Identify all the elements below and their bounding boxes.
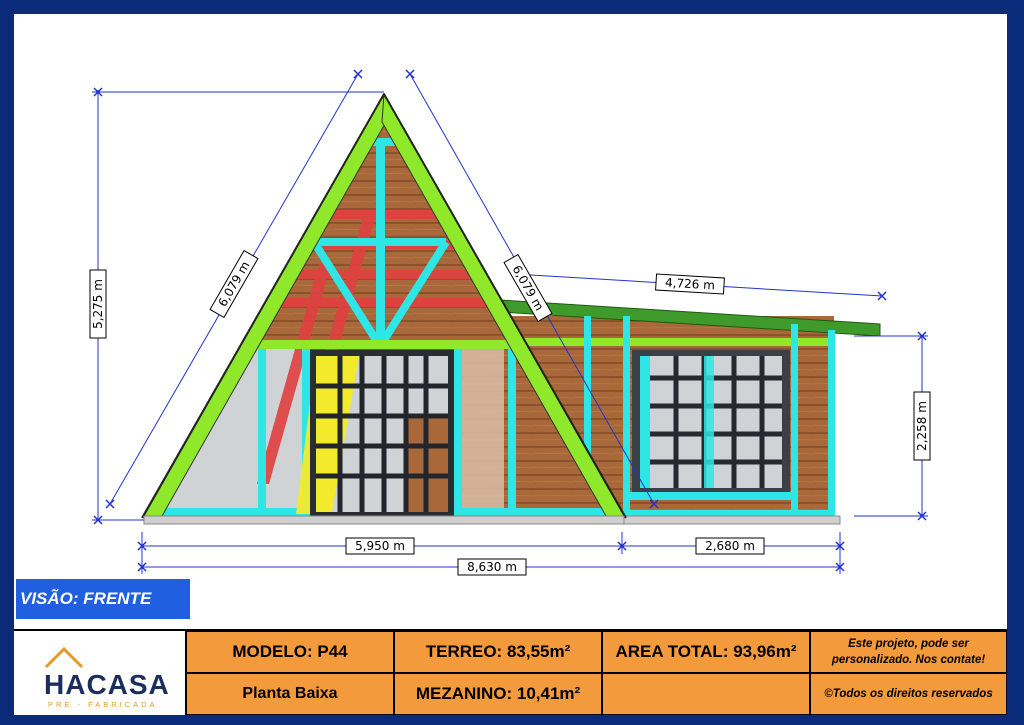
svg-text:6,079 m: 6,079 m [215, 259, 252, 309]
dim-label-width-main: 5,950 m [345, 537, 415, 555]
ground-area-cell: TERREO: 83,55m² [394, 631, 602, 673]
svg-text:2,680 m: 2,680 m [705, 539, 755, 553]
company-logo: HACASA PRE - FABRICADA [14, 631, 186, 715]
annex-post-1 [584, 316, 591, 516]
title-block: HACASA PRE - FABRICADA MODELO: P44 Plant… [14, 629, 1007, 715]
mezzanine-area-cell: MEZANINO: 10,41m² [394, 673, 602, 715]
total-area-cell: AREA TOTAL: 93,96m² [602, 631, 810, 673]
dim-label-width-annex: 2,680 m [695, 537, 765, 555]
svg-text:2,258 m: 2,258 m [915, 401, 929, 451]
plan-cell: Planta Baixa [186, 673, 394, 715]
dim-label-width-total: 8,630 m [457, 558, 527, 576]
annex-floor [621, 515, 841, 525]
logo-name: HACASA [44, 669, 170, 700]
annex-post-3 [791, 324, 798, 516]
view-label: VISÃO: FRENTE [16, 579, 190, 619]
dim-label-height: 5,275 m [89, 269, 107, 339]
house-roof-icon [44, 646, 84, 669]
dim-label-rafter-left: 6,079 m [209, 249, 259, 319]
annex-volume [499, 299, 881, 525]
model-cell: MODELO: P44 [186, 631, 394, 673]
dim-label-annex-height: 2,258 m [913, 391, 931, 461]
svg-text:4,726 m: 4,726 m [665, 276, 716, 293]
svg-text:5,950 m: 5,950 m [355, 539, 405, 553]
annex-post-4 [828, 330, 835, 516]
svg-text:5,275 m: 5,275 m [91, 279, 105, 329]
customization-note: Este projeto, pode ser personalizado. No… [810, 631, 1007, 673]
svg-text:8,630 m: 8,630 m [467, 560, 517, 574]
front-elevation-drawing: 5,275 m 6,079 m 6,079 m 4,726 m 2,258 m … [89, 69, 931, 576]
main-floor [143, 515, 625, 525]
annex-post-2 [623, 316, 630, 516]
annex-window [626, 350, 796, 500]
empty-cell [602, 673, 810, 715]
a-frame-volume [141, 92, 627, 525]
logo-subtitle: PRE - FABRICADA [48, 700, 158, 709]
front-door-glazing [310, 350, 454, 516]
annex-beam [504, 338, 834, 346]
drawing-sheet: 5,275 m 6,079 m 6,079 m 4,726 m 2,258 m … [12, 12, 1009, 715]
annex-bottom-plate [504, 510, 834, 516]
dim-label-annex-roof: 4,726 m [655, 273, 725, 295]
copyright-note: ©Todos os direitos reservados [810, 673, 1007, 715]
